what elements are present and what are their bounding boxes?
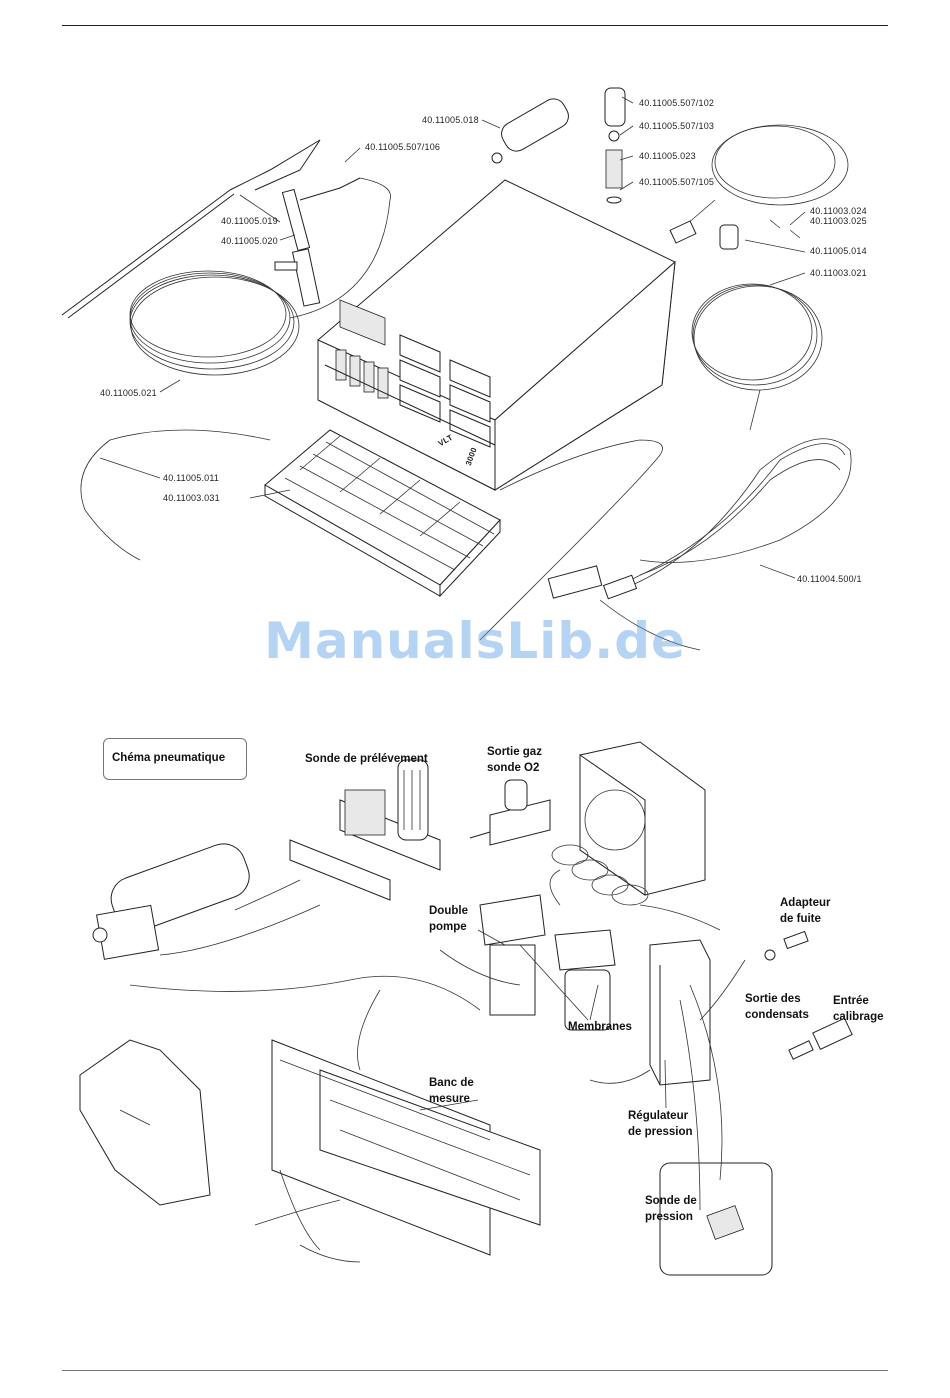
keyboard <box>264 429 501 598</box>
signal-cables <box>547 438 852 651</box>
part-label: 40.11005.021 <box>100 388 157 398</box>
measuring-bench <box>271 1039 541 1256</box>
part-label: 40.11005.020 <box>221 236 278 246</box>
double-pump <box>479 894 616 1031</box>
probe <box>61 139 361 319</box>
part-label: 40.11003.025 <box>810 216 867 226</box>
part-label: 40.11003.021 <box>810 268 867 278</box>
probe-manifold <box>289 759 441 901</box>
part-label: 40.11005.507/103 <box>639 121 715 131</box>
bottom-rule <box>62 1370 888 1371</box>
filter-parts <box>491 87 626 204</box>
cooling-fan <box>579 741 706 896</box>
schema-title-box: Chéma pneumatique <box>103 738 247 780</box>
part-label: 40.11005.019 <box>221 216 278 226</box>
part-label: 40.11005.023 <box>639 151 696 161</box>
part-label: 40.11005.507/105 <box>639 177 715 187</box>
analyzer-unit <box>317 179 676 491</box>
hose-coil-left <box>129 177 392 376</box>
part-label: 40.11003.031 <box>163 493 220 503</box>
schema-title: Chéma pneumatique <box>112 752 226 764</box>
part-label: 40.11004.500/1 <box>797 574 862 584</box>
label-membranes: Membranes <box>568 1021 632 1033</box>
leader-lines <box>99 96 806 579</box>
hose-coil-right <box>691 283 823 431</box>
part-label: 40.11005.507/106 <box>365 142 441 152</box>
watermark: ManualsLib.de <box>264 612 686 670</box>
pump-motor <box>92 843 250 960</box>
part-label: 40.11003.024 <box>810 206 867 216</box>
exploded-view-drawing <box>61 87 852 651</box>
part-label: 40.11005.014 <box>810 246 867 256</box>
part-label: 40.11005.507/102 <box>639 98 715 108</box>
pressure-regulator <box>649 939 711 1086</box>
cover-piece <box>79 1039 211 1206</box>
power-cable <box>669 124 849 250</box>
part-label: 40.11005.018 <box>422 115 479 125</box>
part-label: 40.11005.011 <box>163 473 220 483</box>
label-sonde-prelevement: Sonde de prélévement <box>305 753 428 765</box>
coil-tube <box>551 844 649 906</box>
loose-tube <box>80 429 663 641</box>
o2-sensor <box>469 779 551 846</box>
top-rule <box>62 25 888 26</box>
